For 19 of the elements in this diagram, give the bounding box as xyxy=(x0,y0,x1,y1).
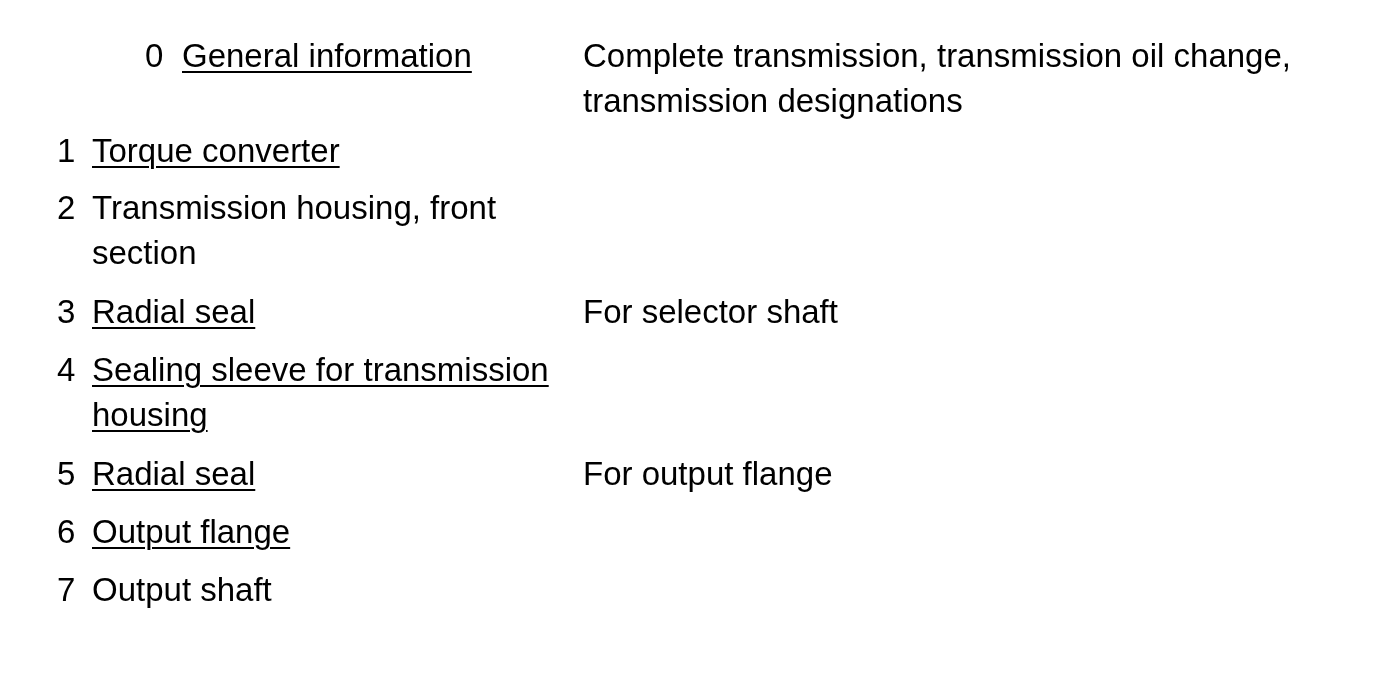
section-link: Sealing sleeve for transmission housing xyxy=(92,350,550,435)
section-link: General information xyxy=(182,36,472,76)
description-text: For selector shaft xyxy=(583,292,838,332)
description-text: Complete transmission, transmission oil change, transmission designations xyxy=(583,36,1292,121)
item-number: 7 xyxy=(57,570,76,610)
item-number: 4 xyxy=(57,350,76,390)
section-link: Radial seal xyxy=(92,454,256,494)
item-number: 3 xyxy=(57,292,76,332)
section-link: Torque converter xyxy=(92,131,340,171)
section-link: Radial seal xyxy=(92,292,256,332)
description-text: For output flange xyxy=(583,454,833,494)
section-link: Output flange xyxy=(92,512,291,552)
item-number: 0 xyxy=(145,36,164,76)
item-number: 2 xyxy=(57,188,76,228)
item-label: Transmission housing, front section xyxy=(92,188,498,273)
item-number: 6 xyxy=(57,512,76,552)
item-number: 5 xyxy=(57,454,76,494)
item-number: 1 xyxy=(57,131,76,171)
item-label: Output shaft xyxy=(92,570,272,610)
